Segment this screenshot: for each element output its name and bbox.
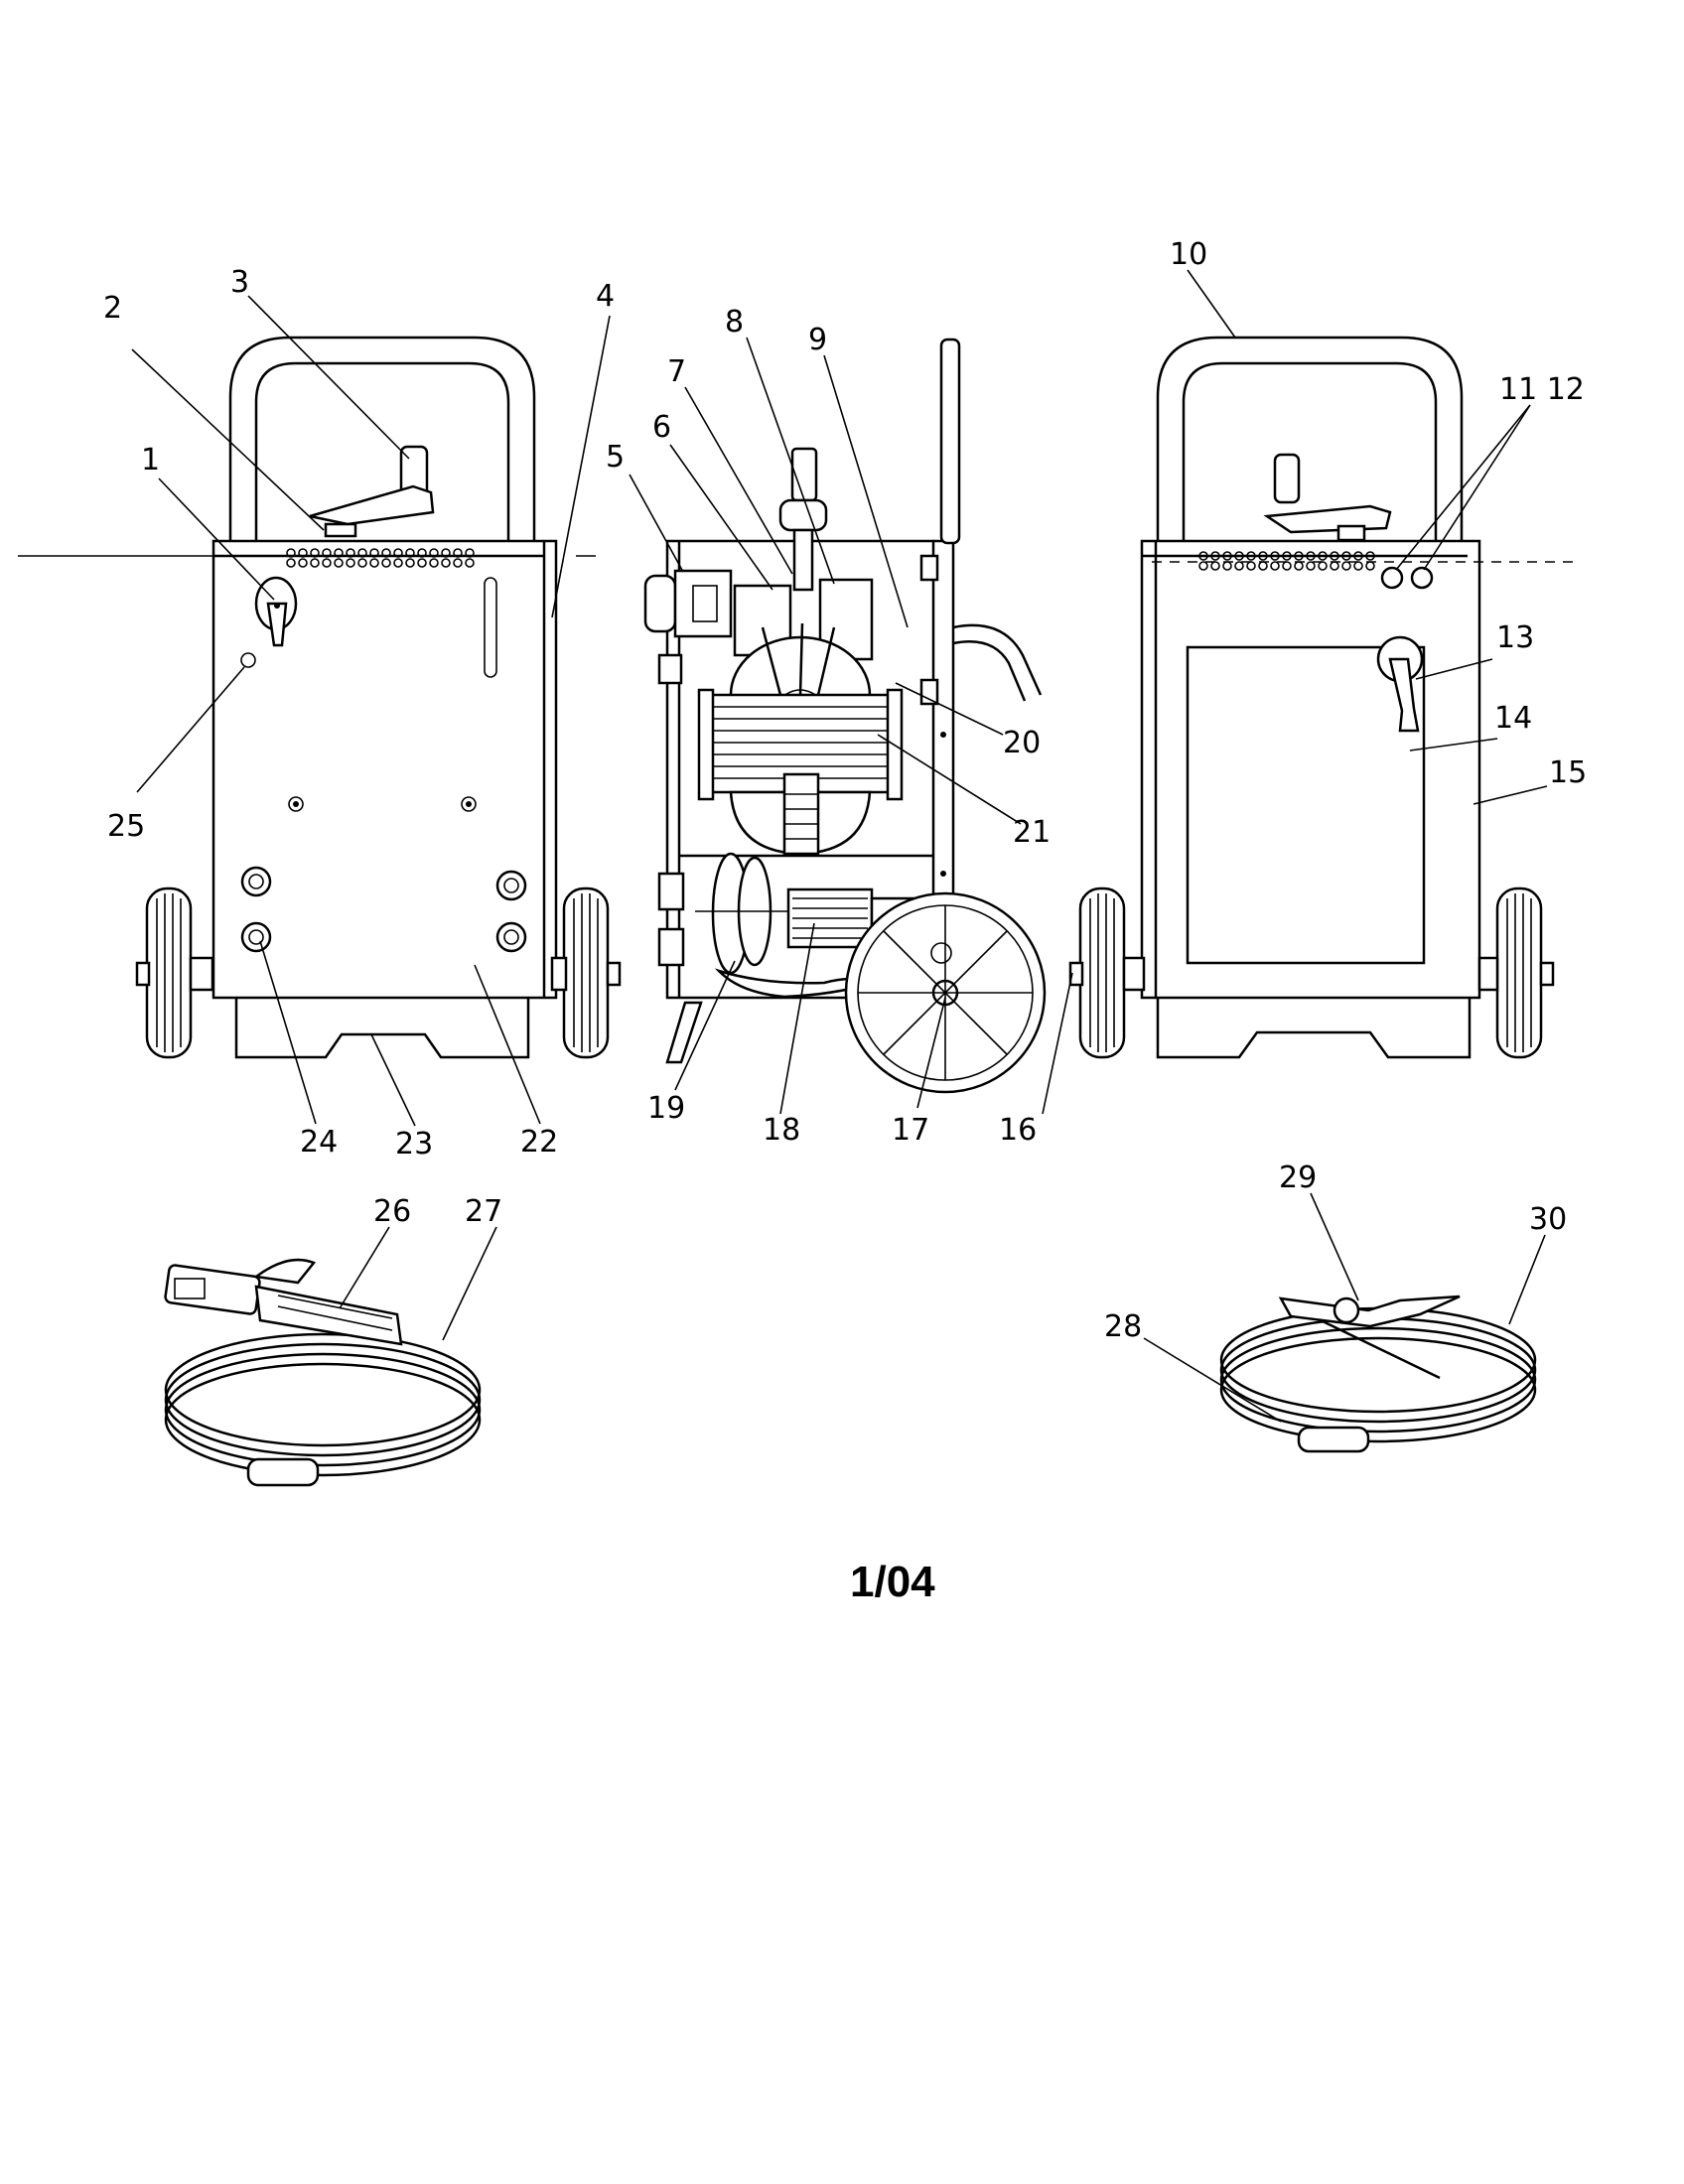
rear-right-wheel [1477,887,1555,1059]
rear-left-wheel [1068,887,1146,1059]
callout-16: 16 [999,1113,1037,1148]
callout-5: 5 [606,440,625,475]
callout-25: 25 [107,809,145,844]
welder-front-view [135,336,622,1059]
callout-1: 1 [141,443,160,478]
pilot-light [240,652,256,668]
callout-21: 21 [1013,815,1051,850]
callout-4: 4 [596,279,615,314]
front-louvers [286,548,475,568]
callout-3: 3 [230,265,249,300]
callout-22: 22 [520,1125,558,1160]
large-wheel [844,891,1047,1094]
callout-29: 29 [1279,1160,1317,1195]
callout-2: 2 [103,291,122,326]
leader-lines [131,269,1548,1423]
ground-clamp-cable [1219,1295,1537,1453]
amp-scale-window [484,577,497,678]
electrode-holder-cable [164,1258,482,1487]
welder-internal-view [643,338,1047,1094]
callout-9: 9 [808,323,827,357]
callout-18: 18 [763,1113,800,1148]
callout-23: 23 [395,1127,433,1161]
callout-11-12: 11 12 [1499,372,1585,407]
front-left-wheel [135,887,214,1059]
rear-louvers [1198,551,1375,571]
callout-19: 19 [647,1091,685,1126]
callout-20: 20 [1003,726,1041,760]
rear-nameplate [1186,645,1426,965]
fuse-holder-1 [1380,566,1404,590]
callout-28: 28 [1104,1309,1142,1344]
callout-6: 6 [652,410,671,445]
page-label: 1/04 [850,1558,935,1606]
callout-14: 14 [1494,701,1532,736]
callout-7: 7 [667,354,686,389]
callout-27: 27 [465,1194,502,1229]
callout-26: 26 [373,1194,411,1229]
fuse-holder-2 [1410,566,1434,590]
callout-24: 24 [300,1125,338,1160]
callout-15: 15 [1549,755,1587,790]
front-right-wheel [550,887,622,1059]
callout-labels: 1 2 3 4 5 6 7 8 9 10 11 12 13 14 15 16 1… [103,237,1587,1344]
callout-8: 8 [725,305,744,340]
callout-10: 10 [1170,237,1207,272]
callout-17: 17 [892,1113,929,1148]
transformer-core [697,688,904,801]
output-terminals [240,866,527,953]
welder-rear-view [1068,336,1555,1059]
callout-30: 30 [1529,1202,1567,1237]
callout-13: 13 [1496,620,1534,655]
